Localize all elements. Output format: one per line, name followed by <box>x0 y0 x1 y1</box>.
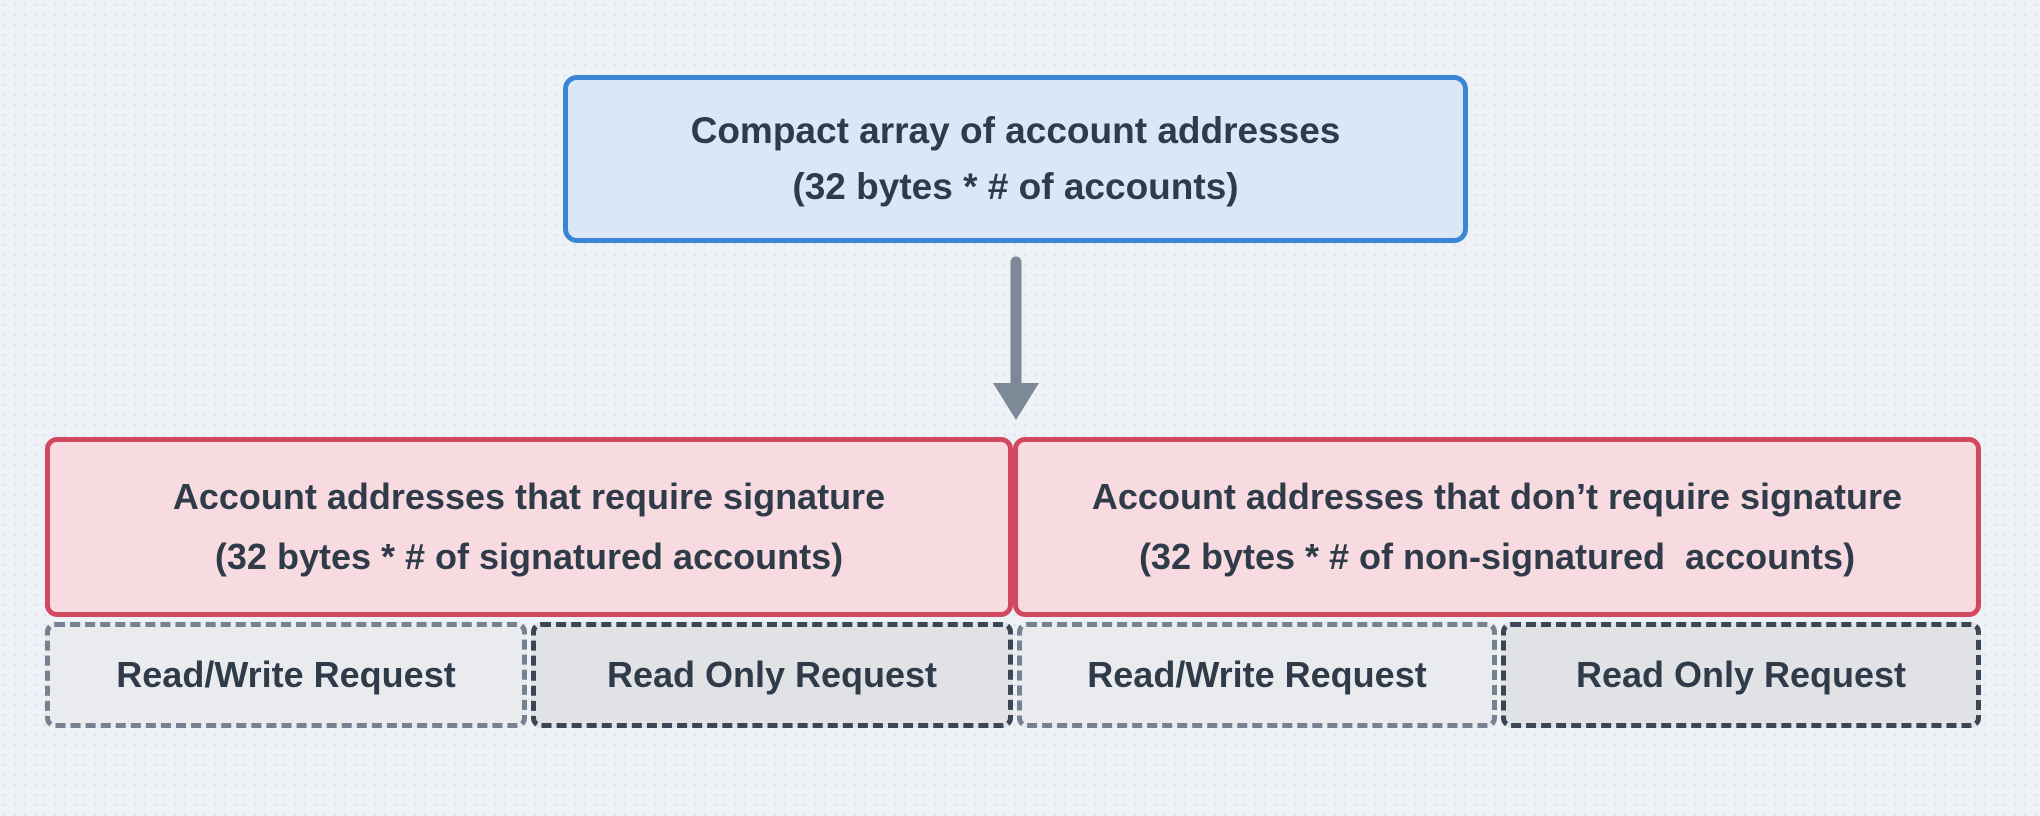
request-label: Read Only Request <box>1575 654 1907 696</box>
request-label: Read/Write Request <box>116 654 456 696</box>
request-box-read-write-2: Read/Write Request <box>1017 622 1497 728</box>
non-signatured-accounts-box: Account addresses that don’t require sig… <box>1013 437 1981 617</box>
signatured-accounts-box: Account addresses that require signature… <box>45 437 1013 617</box>
request-label: Read Only Request <box>606 654 938 696</box>
request-label: Read/Write Request <box>1087 654 1427 696</box>
down-arrow-icon <box>993 256 1039 420</box>
request-box-read-only-1: Read Only Request <box>531 622 1013 728</box>
signatured-accounts-line2: (32 bytes * # of signatured accounts) <box>214 536 844 577</box>
non-signatured-accounts-line2: (32 bytes * # of non-signatured accounts… <box>1138 536 1856 577</box>
compact-array-line1: Compact array of account addresses <box>690 110 1341 151</box>
request-box-read-write-1: Read/Write Request <box>45 622 527 728</box>
compact-array-box: Compact array of account addresses (32 b… <box>563 75 1468 243</box>
non-signatured-accounts-line1: Account addresses that don’t require sig… <box>1091 476 1903 517</box>
compact-array-line2: (32 bytes * # of accounts) <box>792 166 1239 207</box>
request-box-read-only-2: Read Only Request <box>1501 622 1981 728</box>
signatured-accounts-line1: Account addresses that require signature <box>172 476 886 517</box>
